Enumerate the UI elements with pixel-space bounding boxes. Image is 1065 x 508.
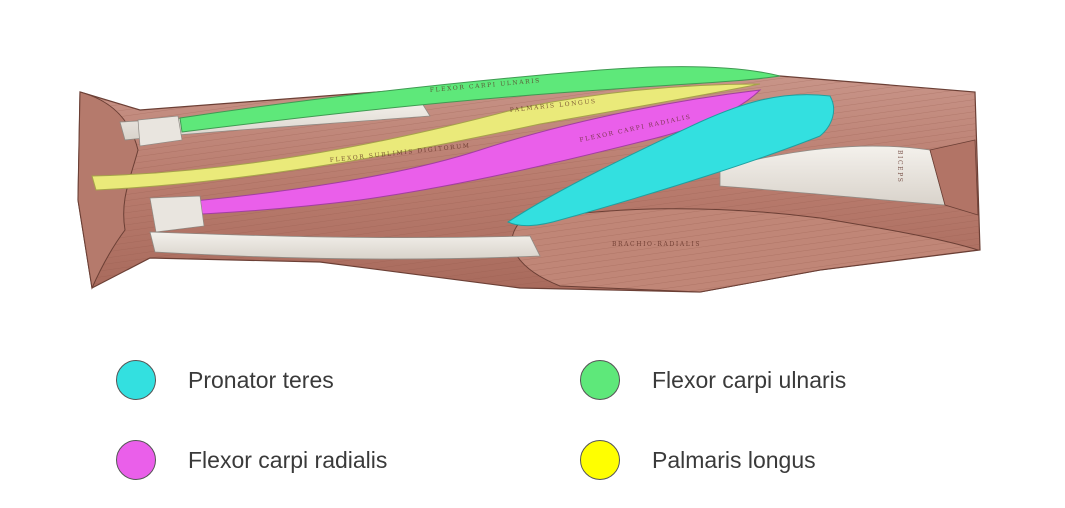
wrist-muscle xyxy=(77,91,139,290)
pronator-teres-muscle xyxy=(506,94,835,227)
flexor-carpi-ulnaris-muscle xyxy=(179,66,781,133)
legend-item-flexor-carpi-radialis: Flexor carpi radialis xyxy=(116,438,387,482)
legend-item-flexor-carpi-ulnaris: Flexor carpi ulnaris xyxy=(580,358,846,402)
wrist-tendon-bundle xyxy=(137,115,183,147)
legend-label: Flexor carpi ulnaris xyxy=(652,366,847,393)
engraved-label-brachioradialis: BRACHIO-RADIALIS xyxy=(612,241,701,248)
forearm-muscle-illustration: FLEXOR CARPI ULNARIS PALMARIS LONGUS FLE… xyxy=(77,66,981,293)
legend-label: Pronator teres xyxy=(188,366,334,393)
legend-swatch-flexor-carpi-ulnaris xyxy=(580,360,620,400)
engraved-label-biceps: BICEPS xyxy=(896,150,903,184)
legend-item-pronator-teres: Pronator teres xyxy=(116,358,334,402)
palmaris-longus-muscle xyxy=(91,83,761,191)
legend-swatch-pronator-teres xyxy=(116,360,156,400)
legend: Pronator teres Flexor carpi ulnaris Flex… xyxy=(0,330,1065,500)
legend-label: Flexor carpi radialis xyxy=(188,446,388,473)
legend-swatch-flexor-carpi-radialis xyxy=(116,440,156,480)
legend-swatch-palmaris-longus xyxy=(580,440,620,480)
lower-tendon xyxy=(149,231,541,260)
legend-label: Palmaris longus xyxy=(652,446,816,473)
wrist-tendon-bundle-lower xyxy=(149,195,205,233)
legend-item-palmaris-longus: Palmaris longus xyxy=(580,438,816,482)
